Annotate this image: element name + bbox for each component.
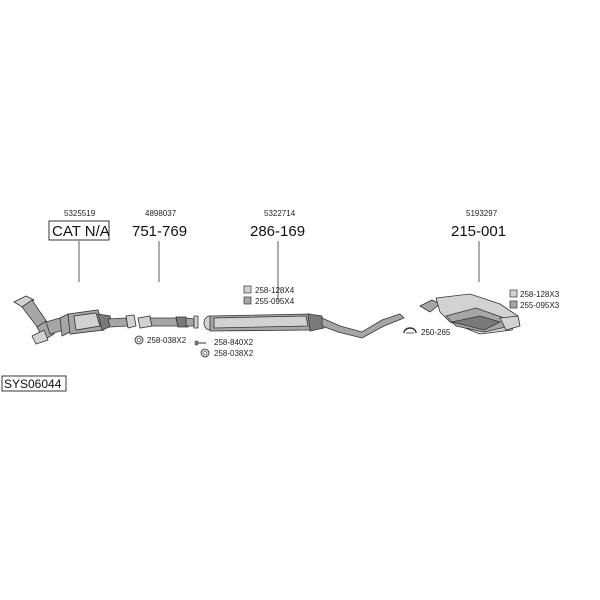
- system-code: SYS06044: [4, 377, 62, 391]
- cat-na-box: [48, 220, 110, 241]
- part-ref-rear-silencer: 5193297: [466, 209, 498, 218]
- middle-silencer-drawing: [203, 313, 405, 339]
- rubber-hanger-icon: [403, 327, 417, 334]
- clamp-icon-mid-1: [243, 285, 252, 294]
- part-ref-catalyst: 5325519: [64, 209, 96, 218]
- accessory-gasket-a: 258-038X2: [147, 336, 187, 345]
- gasket-icon: [134, 335, 144, 345]
- part-code-catalyst: CAT N/A: [52, 223, 110, 240]
- accessory-clamp-mid-1: 258-128X4: [255, 286, 295, 295]
- front-pipe-drawing: [137, 315, 199, 329]
- catalytic-converter-drawing: [59, 309, 137, 337]
- clamp-icon-mid-2: [243, 296, 252, 305]
- accessory-rubber-hanger: 250-265: [421, 328, 451, 337]
- accessory-bolt: 258-840X2: [214, 338, 254, 347]
- part-ref-middle-silencer: 5322714: [264, 209, 296, 218]
- part-code-middle-silencer: 286-169: [250, 223, 305, 240]
- manifold-pipe-drawing: [13, 295, 65, 345]
- rear-silencer-drawing: [419, 293, 521, 335]
- accessory-clamp-rear-1: 258-128X3: [520, 290, 560, 299]
- clamp-icon-rear-1: [509, 289, 518, 298]
- accessory-clamp-rear-2: 255-095X3: [520, 301, 560, 310]
- part-code-rear-silencer: 215-001: [451, 223, 506, 240]
- part-ref-front-pipe: 4898037: [145, 209, 177, 218]
- accessory-gasket-b: 258-038X2: [214, 349, 254, 358]
- gasket-icon-2: [200, 348, 210, 358]
- part-code-front-pipe: 751-769: [132, 223, 187, 240]
- bolt-icon: [194, 340, 206, 346]
- accessory-clamp-mid-2: 255-095X4: [255, 297, 295, 306]
- system-code-box: [1, 375, 67, 392]
- clamp-icon-rear-2: [509, 300, 518, 309]
